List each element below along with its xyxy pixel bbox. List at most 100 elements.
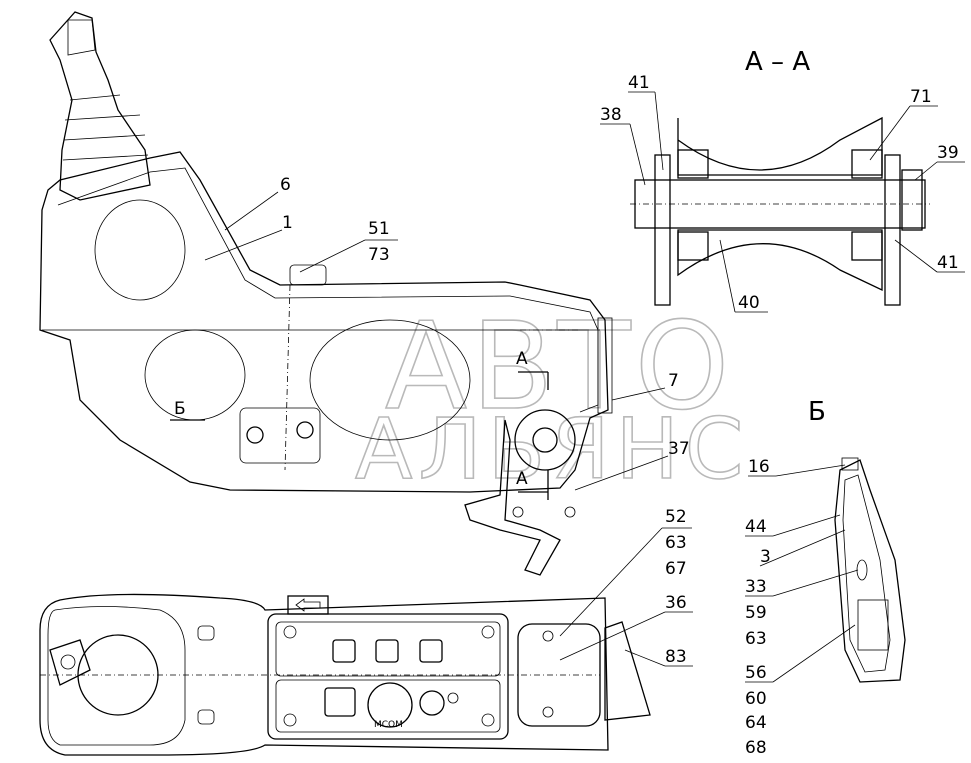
label-39: 39	[937, 143, 959, 163]
label-3: 3	[760, 547, 771, 567]
lower-hub	[677, 229, 883, 292]
leader-41b	[894, 239, 938, 273]
label-7: 7	[668, 371, 679, 391]
upper-hub	[677, 116, 883, 176]
leader-1	[204, 229, 283, 261]
label-59: 59	[745, 603, 767, 623]
leader-16	[775, 464, 846, 477]
bearing-bottom-right	[851, 231, 883, 261]
pivot-hole	[532, 427, 558, 453]
view-b-cap	[841, 457, 859, 471]
panel-screw-4	[481, 713, 495, 727]
cut-a-bottom-label: А	[516, 469, 528, 489]
arrow-left-icon	[295, 598, 321, 612]
bracket-hole-1	[512, 506, 524, 518]
panel-button-4[interactable]	[324, 687, 356, 717]
label-38: 38	[600, 105, 622, 125]
label-33: 33	[745, 577, 767, 597]
label-73: 73	[368, 245, 390, 265]
cut-b-label: Б	[174, 399, 186, 419]
view-b-switch	[857, 599, 889, 651]
panel-button-1[interactable]	[332, 639, 356, 663]
left-washer	[654, 154, 671, 306]
bearing-top-left	[677, 149, 709, 179]
label-41b: 41	[937, 253, 959, 273]
panel-toggle[interactable]	[419, 690, 445, 716]
cover-36	[517, 623, 601, 727]
leader-38	[629, 123, 646, 186]
housing-outline	[39, 151, 609, 493]
label-41a: 41	[628, 73, 650, 93]
leader-52	[559, 527, 663, 637]
label-63a: 63	[665, 533, 687, 553]
watermark-line2: АЛЬЯНС	[355, 400, 749, 498]
side-plate-7	[597, 317, 613, 414]
label-1: 1	[282, 213, 293, 233]
view-b-inner	[842, 474, 891, 673]
panel-knob[interactable]	[367, 682, 413, 728]
leader-7	[611, 387, 666, 401]
bearing-top-right	[851, 149, 883, 179]
bracket-hole-2	[564, 506, 576, 518]
cover-screw-2	[542, 706, 554, 718]
mechanism-circle-3	[309, 319, 471, 441]
label-6: 6	[280, 175, 291, 195]
leader-37	[574, 455, 669, 491]
main-view-callouts: 6 1 51 73 7 37	[204, 175, 690, 491]
nut-39	[901, 169, 923, 231]
section-aa: А – А 41 38 71 39 41 40	[600, 47, 965, 313]
right-washer	[884, 154, 901, 306]
panel-button-2[interactable]	[375, 639, 399, 663]
center-line-51	[284, 284, 291, 471]
leader-56	[772, 624, 856, 683]
leader-39	[914, 161, 938, 181]
label-37: 37	[668, 439, 690, 459]
view-b-title: Б	[808, 397, 826, 427]
side-view	[39, 11, 613, 576]
leader-44	[772, 514, 841, 537]
leader-83	[624, 649, 666, 667]
cover-screw-1	[542, 630, 554, 642]
plan-slot-2	[197, 709, 215, 725]
cut-a-top-label: А	[516, 349, 528, 369]
plan-view: МСОМ 52 63 67 36 83	[39, 507, 693, 756]
label-52: 52	[665, 507, 687, 527]
panel-screw-3	[283, 713, 297, 727]
mechanism-circle-1	[94, 199, 186, 301]
knob-text: МСОМ	[374, 720, 403, 730]
leader-36	[559, 611, 666, 661]
view-b-body	[834, 459, 906, 683]
panel-indicator	[447, 692, 459, 704]
top-bracket	[289, 264, 327, 286]
mechanism-circle-2	[144, 329, 246, 421]
panel-screw-1	[283, 625, 297, 639]
label-40: 40	[738, 293, 760, 313]
inner-plate	[239, 407, 321, 464]
joystick-handle	[49, 11, 151, 201]
label-71: 71	[910, 87, 932, 107]
boot-folds	[62, 94, 149, 161]
panel-top-row	[275, 621, 501, 677]
pivot-boss	[514, 409, 576, 471]
leader-6	[224, 191, 279, 231]
plan-lever	[49, 639, 91, 686]
leader-41a	[654, 91, 664, 171]
label-67: 67	[665, 559, 687, 579]
label-56: 56	[745, 663, 767, 683]
panel-button-3[interactable]	[419, 639, 443, 663]
nut-2	[296, 421, 314, 439]
panel-bottom-row	[275, 679, 501, 733]
plan-lever-hole	[60, 654, 76, 670]
panel-arrow-box	[287, 595, 329, 615]
view-b-screw	[856, 559, 868, 581]
leader-51	[299, 239, 366, 273]
label-44: 44	[745, 517, 767, 537]
view-b: Б 16 44 3 33 59 63 56 60 64 68	[745, 397, 906, 758]
control-panel	[267, 613, 509, 740]
leader-71	[869, 105, 911, 161]
section-aa-title: А – А	[745, 47, 810, 77]
label-83: 83	[665, 647, 687, 667]
section-markers: А А Б	[170, 349, 549, 500]
watermark-line1: АВТО	[385, 298, 733, 437]
